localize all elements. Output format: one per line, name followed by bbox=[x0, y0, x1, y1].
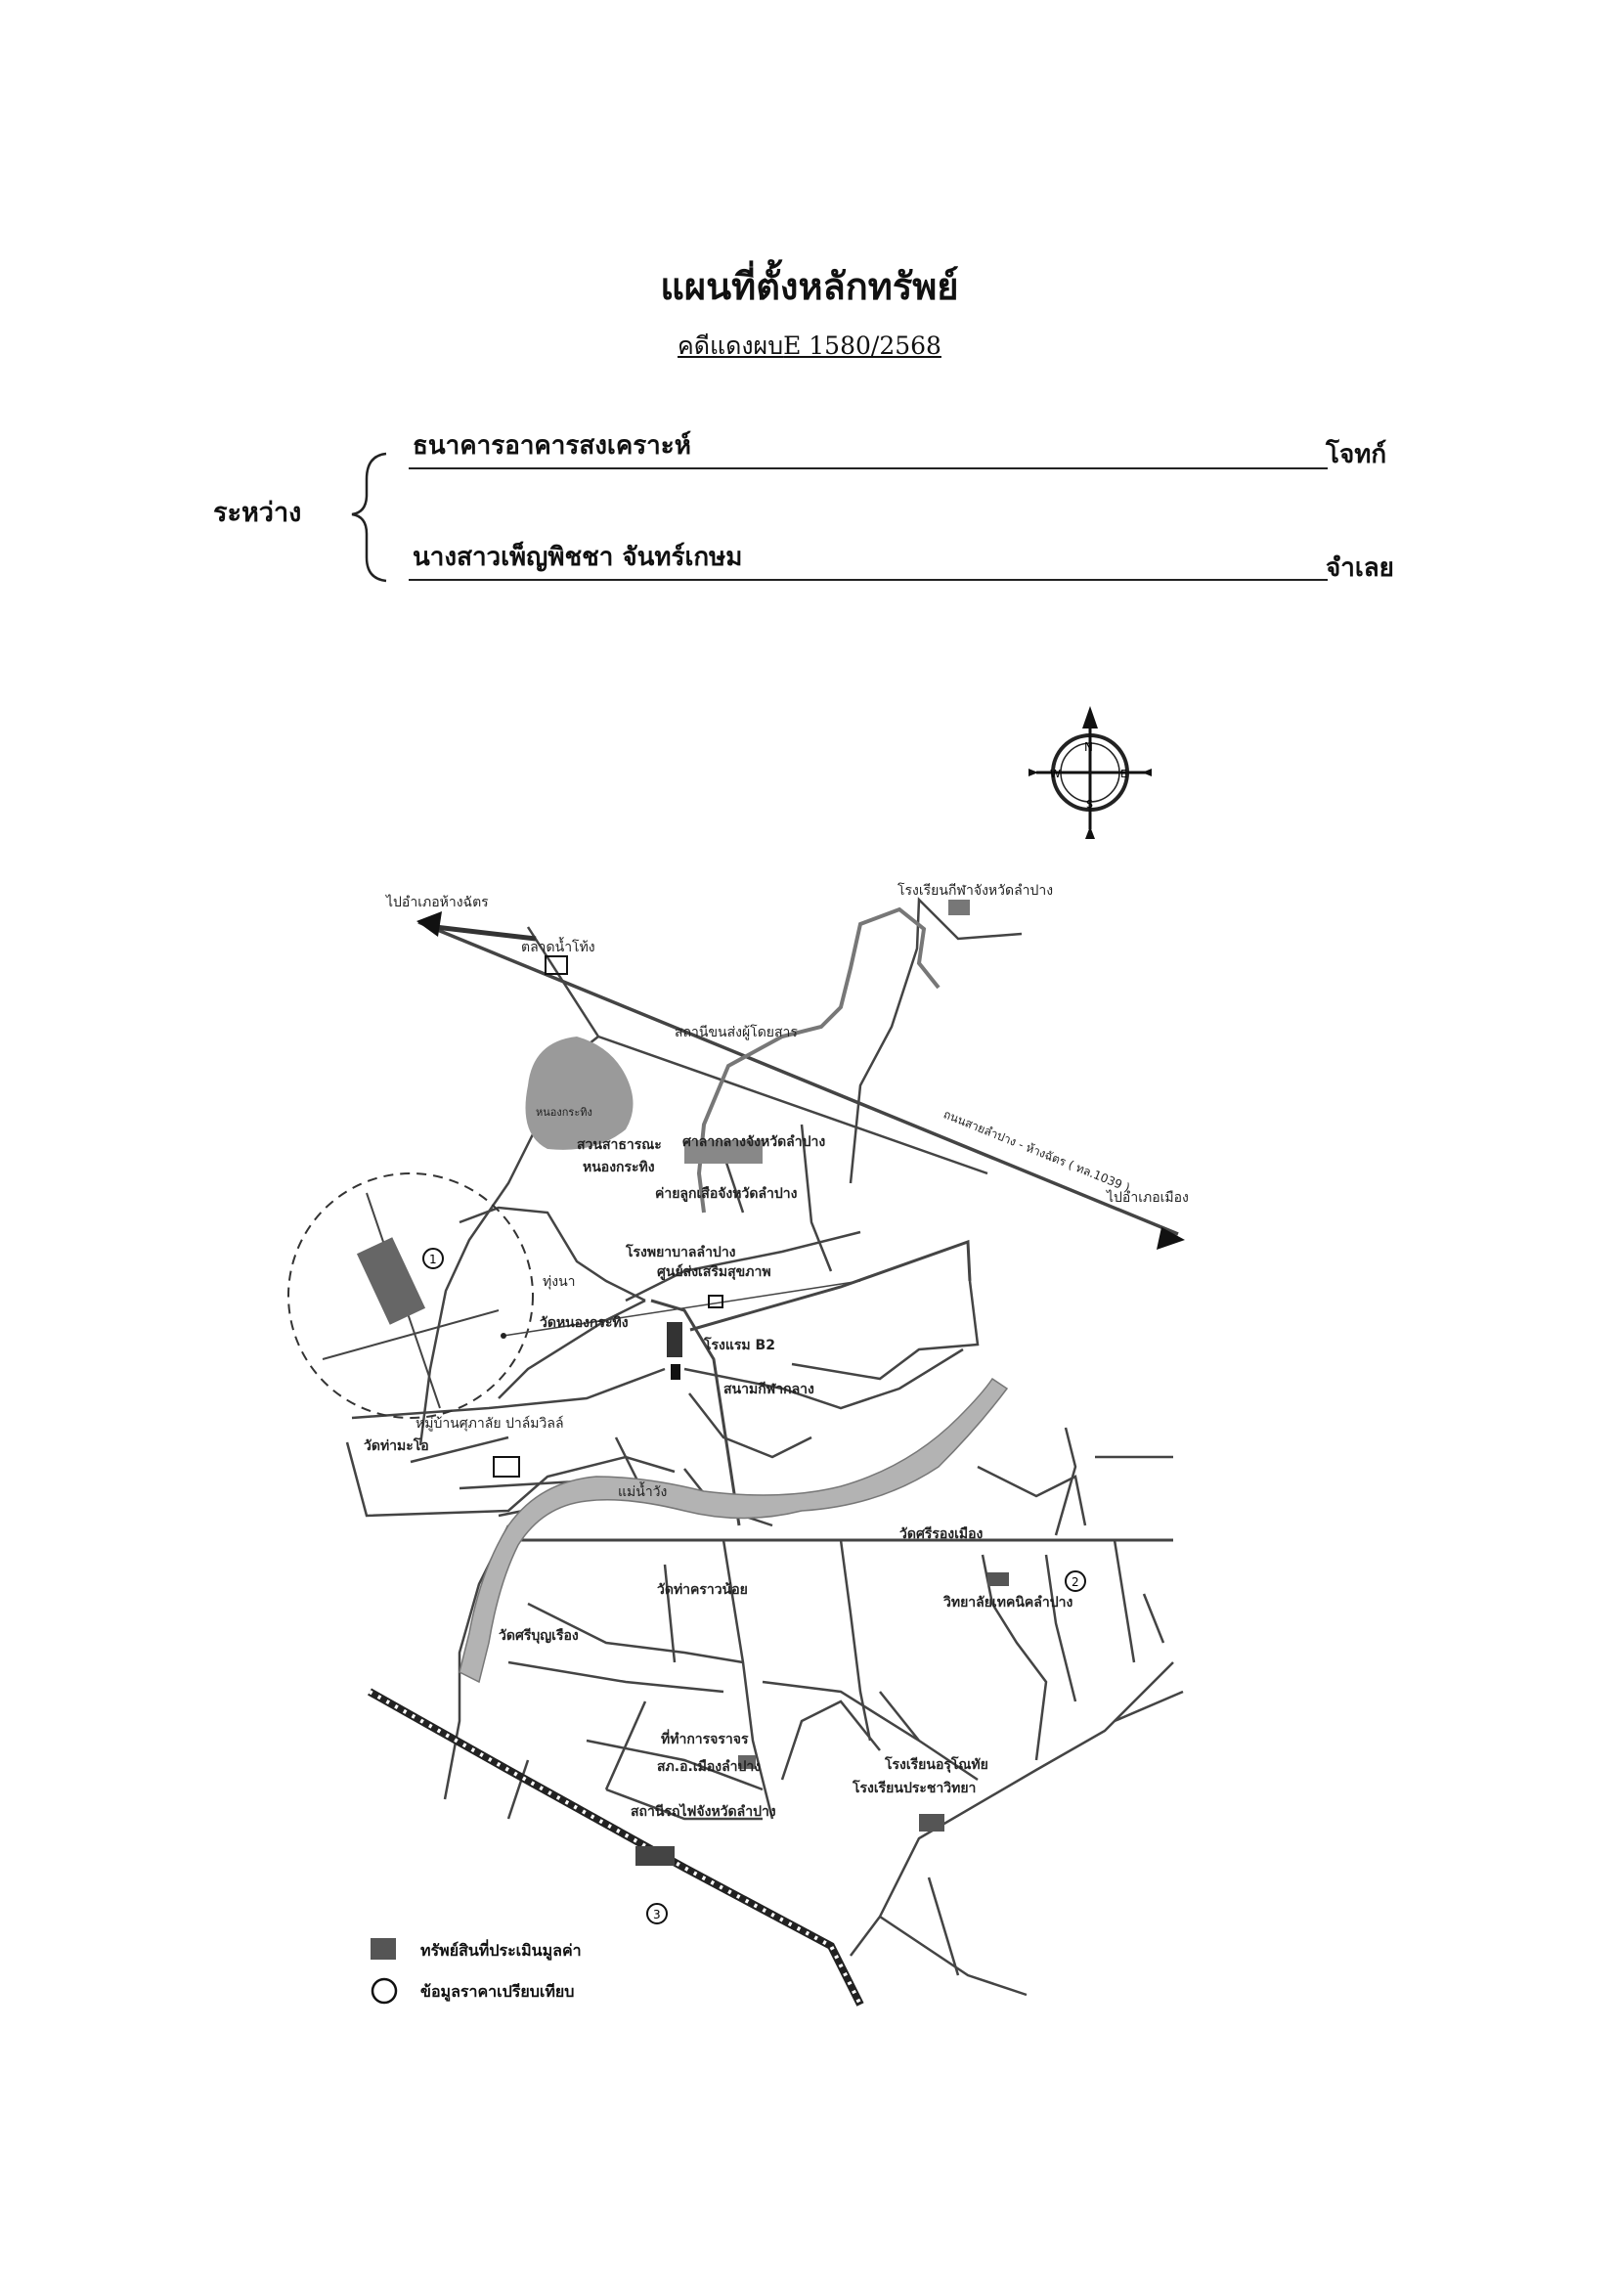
case-number: คดีแดงผบE 1580/2568 bbox=[0, 327, 1619, 366]
between-label: ระหว่าง bbox=[213, 498, 302, 528]
label-park: สวนสาธารณะ bbox=[577, 1137, 662, 1153]
svg-text:1: 1 bbox=[429, 1253, 437, 1266]
defendant-name: นางสาวเพ็ญพิชชา จันทร์เกษม bbox=[413, 543, 743, 572]
svg-text:3: 3 bbox=[653, 1908, 661, 1921]
label-thung-na: ทุ่งนา bbox=[543, 1274, 576, 1290]
svg-text:2: 2 bbox=[1072, 1575, 1079, 1589]
label-hospital2: ศูนย์ส่งเสริมสุขภาพ bbox=[657, 1264, 771, 1280]
compass-icon: N E S W bbox=[1028, 706, 1152, 839]
school-icon bbox=[948, 900, 970, 915]
stream bbox=[696, 906, 941, 1214]
label-transport: สถานีขนส่งผู้โดยสาร bbox=[675, 1025, 798, 1040]
label-market: ตลาดน้ำโท้ง bbox=[521, 940, 595, 955]
defendant-role: จำเลย bbox=[1326, 553, 1394, 583]
label-stadium: สนามกีฬากลาง bbox=[723, 1382, 814, 1397]
label-provincial-hall: ศาลากลางจังหวัดลำปาง bbox=[682, 1134, 826, 1150]
plaintiff-line: ธนาคารอาคารสงเคราะห์ bbox=[409, 428, 1328, 469]
label-hotel: โรงแรม B2 bbox=[704, 1338, 775, 1353]
label-tech-college: วิทยาลัยเทคนิคลำปาง bbox=[943, 1595, 1073, 1611]
label-wat-srirong: วัดศรีรองเมือง bbox=[899, 1526, 984, 1542]
label-station: สถานีรถไฟจังหวัดลำปาง bbox=[631, 1804, 776, 1820]
wang-river bbox=[459, 1377, 1009, 1684]
defendant-line: นางสาวเพ็ญพิชชา จันทร์เกษม bbox=[409, 540, 1328, 581]
brace bbox=[351, 452, 387, 583]
label-park2: หนองกระทิง bbox=[583, 1160, 655, 1175]
label-wat-bunyuen: วัดศรีบุญเรือง bbox=[499, 1628, 579, 1644]
railway bbox=[368, 1688, 864, 2007]
station-icon bbox=[635, 1846, 675, 1866]
road-network bbox=[345, 897, 1184, 1997]
market-icon bbox=[545, 955, 568, 975]
label-wat-tha-kraw: วัดท่าคราวน้อย bbox=[657, 1582, 748, 1598]
legend-comparable-swatch bbox=[371, 1977, 398, 2005]
label-police: ที่ทำการจราจร bbox=[661, 1732, 749, 1747]
comparable-marker-2: 2 bbox=[1065, 1570, 1086, 1592]
compass-e: E bbox=[1120, 768, 1127, 780]
label-camp: ค่ายลูกเสือจังหวัดลำปาง bbox=[655, 1186, 798, 1202]
hospital-icon bbox=[708, 1295, 723, 1308]
label-pond: หนองกระทิง bbox=[536, 1106, 592, 1119]
village-icon bbox=[493, 1456, 520, 1478]
case-prefix: คดีแดงผบ bbox=[678, 331, 784, 360]
comparable-marker-1: 1 bbox=[422, 1248, 444, 1269]
asset-marker bbox=[667, 1322, 682, 1357]
label-wat-nong: วัดหนองกระทิง bbox=[540, 1315, 629, 1331]
provincial-hall-icon bbox=[684, 1140, 763, 1164]
police-icon bbox=[738, 1755, 756, 1769]
pond bbox=[525, 1037, 634, 1150]
compass-w: W bbox=[1050, 768, 1061, 780]
label-hospital: โรงพยาบาลลำปาง bbox=[626, 1245, 736, 1260]
label-school-b: โรงเรียนประชาวิทยา bbox=[853, 1781, 977, 1796]
label-to-hang-chat: ไปอำเภอห้างฉัตร bbox=[386, 895, 489, 910]
college-icon bbox=[987, 1572, 1009, 1586]
legend-comparable-label: ข้อมูลราคาเปรียบเทียบ bbox=[420, 1982, 575, 2001]
asset-marker-2 bbox=[671, 1364, 680, 1380]
compass-s: S bbox=[1086, 798, 1093, 811]
label-sports-school: โรงเรียนกีฬาจังหวัดลำปาง bbox=[897, 883, 1054, 899]
label-wang-river: แม่น้ำวัง bbox=[618, 1484, 668, 1500]
label-village: หมู่บ้านศุภาลัย ปาล์มวิลล์ bbox=[416, 1416, 564, 1432]
inset-map bbox=[287, 1172, 861, 1419]
label-school-a: โรงเรียนอรุโณทัย bbox=[885, 1757, 988, 1773]
plaintiff-role: โจทก์ bbox=[1326, 440, 1387, 469]
legend-asset-label: ทรัพย์สินที่ประเมินมูลค่า bbox=[420, 1941, 582, 1960]
page-title: แผนที่ตั้งหลักทรัพย์ bbox=[660, 264, 959, 308]
compass-n: N bbox=[1084, 740, 1093, 754]
label-wat-tha: วัดท่ามะโอ bbox=[364, 1438, 429, 1454]
arrow-to-mueang bbox=[1157, 1227, 1185, 1250]
label-to-mueang: ไปอำเภอเมือง bbox=[1107, 1190, 1189, 1206]
label-police2: สภ.อ.เมืองลำปาง bbox=[657, 1759, 762, 1775]
legend-asset-swatch bbox=[371, 1938, 396, 1960]
case-number-value: E 1580/2568 bbox=[783, 331, 941, 360]
comparable-marker-3: 3 bbox=[646, 1903, 668, 1924]
arrow-to-hang-chat bbox=[416, 911, 537, 942]
plaintiff-name: ธนาคารอาคารสงเคราะห์ bbox=[413, 431, 691, 461]
school-a-icon bbox=[919, 1814, 944, 1832]
